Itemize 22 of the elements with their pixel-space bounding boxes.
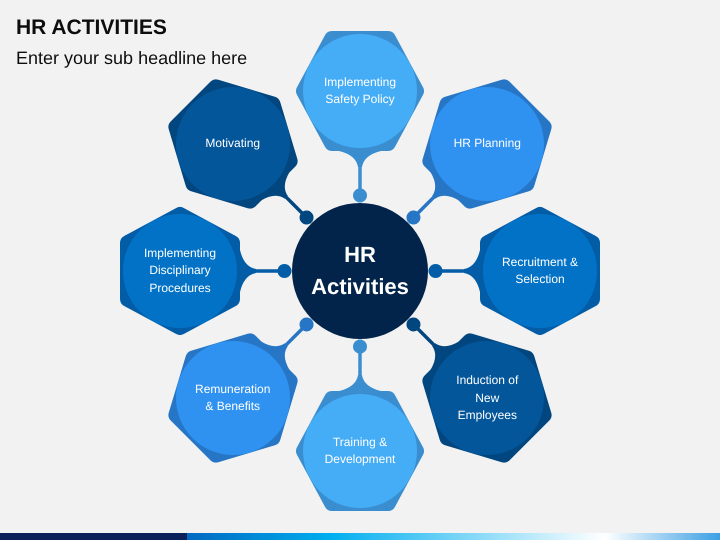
hub-label: HR Activities bbox=[310, 241, 410, 301]
node-label: Implementing Disciplinary Procedures bbox=[142, 244, 218, 297]
connector-line bbox=[260, 171, 314, 225]
node-label: HR Planning bbox=[452, 135, 522, 152]
subtitle: Enter your sub headline here bbox=[16, 48, 248, 70]
node-label: Implementing Safety Policy bbox=[322, 74, 398, 108]
connector-line bbox=[260, 317, 314, 371]
node-label: Training & Development bbox=[324, 434, 396, 468]
title: HR ACTIVITIES bbox=[16, 15, 167, 40]
connector-line bbox=[406, 317, 460, 371]
connector-line bbox=[406, 171, 460, 225]
hexagon-bubble bbox=[480, 207, 600, 335]
node-label: Recruitment & Selection bbox=[500, 254, 580, 288]
connector-line bbox=[339, 151, 381, 202]
connector-line bbox=[339, 340, 381, 391]
node-label: Motivating bbox=[204, 135, 262, 152]
node-label: Induction of New Employees bbox=[455, 372, 520, 424]
node-label: Remuneration & Benefits bbox=[194, 380, 272, 416]
hexagon-bubble bbox=[296, 391, 424, 511]
hexagon-bubble bbox=[120, 207, 240, 335]
hexagon-bubble bbox=[296, 31, 424, 151]
connector-line bbox=[428, 250, 480, 292]
